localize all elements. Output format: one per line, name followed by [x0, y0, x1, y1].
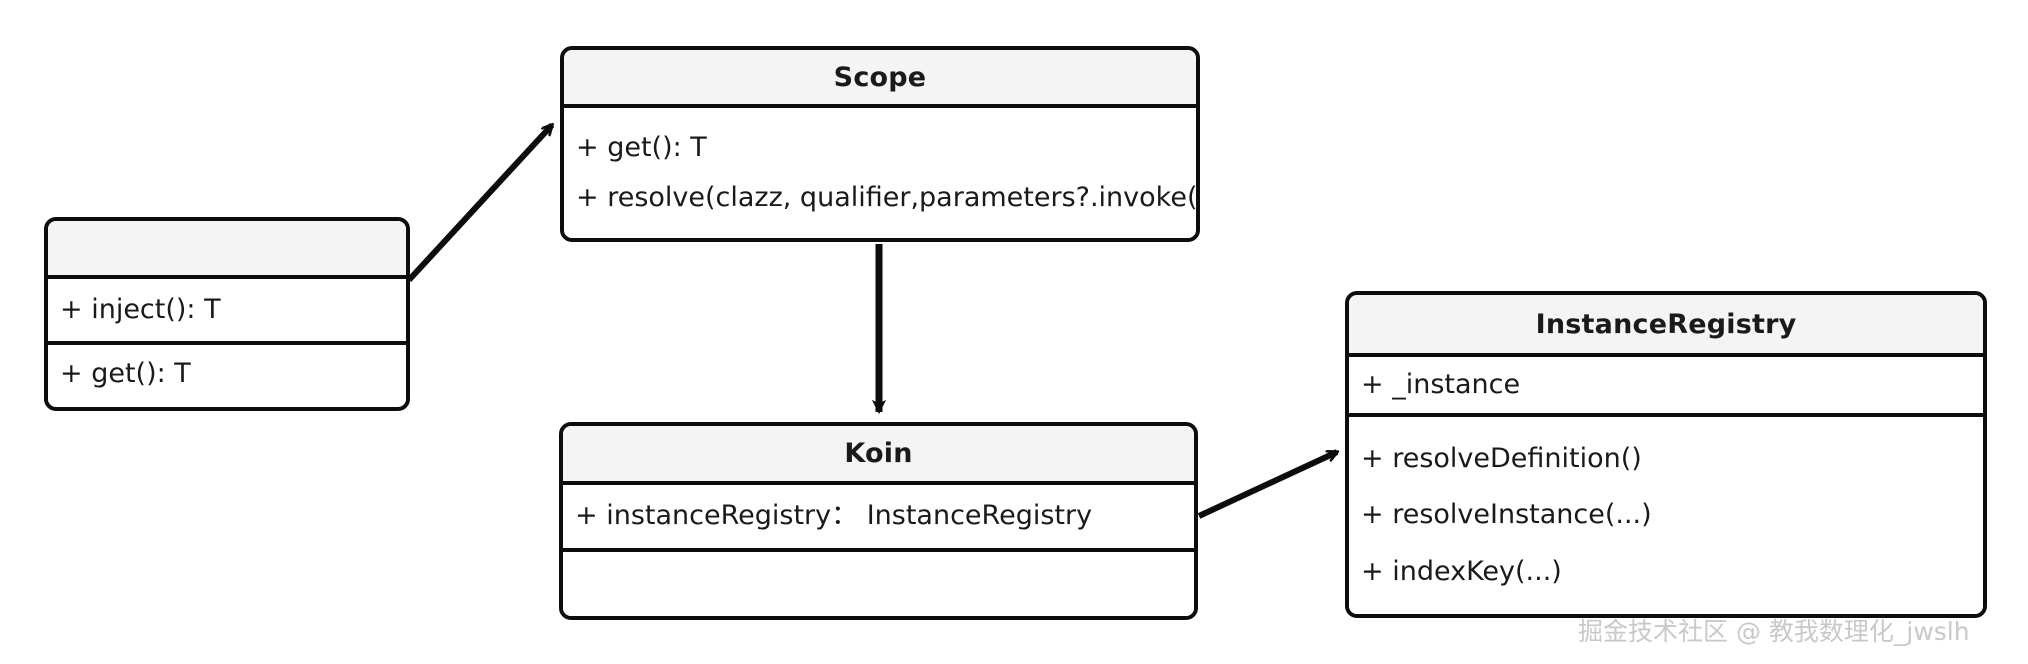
class-compartment-inject-operations-2: + get(): T — [48, 341, 406, 403]
class-compartment-inject-operations-1: + inject(): T — [48, 279, 406, 341]
class-box-inject[interactable]: + inject(): T + get(): T — [44, 217, 410, 411]
class-title-inject — [48, 221, 406, 279]
class-title-instance-registry: InstanceRegistry — [1349, 295, 1983, 357]
class-title-koin: Koin — [563, 426, 1194, 485]
class-member-row: + instanceRegistry： InstanceRegistry — [575, 500, 1093, 532]
class-compartment-koin-operations-empty — [563, 548, 1194, 616]
class-member-row: + resolveDefinition() — [1361, 442, 1642, 474]
class-box-instance-registry[interactable]: InstanceRegistry + _instance + resolveDe… — [1345, 291, 1987, 618]
class-compartment-registry-attributes: + _instance — [1349, 357, 1983, 413]
class-member-row: + resolve(clazz, qualifier,parameters?.i… — [576, 182, 1200, 213]
class-member-row: + _instance — [1361, 368, 1521, 400]
watermark-text: 掘金技术社区 @ 教我数理化_jwslh — [1578, 617, 1970, 646]
class-compartment-registry-operations: + resolveDefinition() + resolveInstance(… — [1349, 413, 1983, 614]
class-title-scope: Scope — [564, 50, 1196, 108]
connector-koin-to-registry — [1197, 449, 1337, 519]
class-member-row: + inject(): T — [60, 293, 221, 325]
class-compartment-scope-operations: + get(): T + resolve(clazz, qualifier,pa… — [564, 108, 1196, 238]
class-member-row: + resolveInstance(...) — [1361, 499, 1652, 531]
class-member-row: + indexKey(...) — [1361, 555, 1562, 587]
class-box-koin[interactable]: Koin + instanceRegistry： InstanceRegistr… — [559, 422, 1198, 620]
connector-inject-to-scope — [406, 125, 555, 283]
class-box-scope[interactable]: Scope + get(): T + resolve(clazz, qualif… — [560, 46, 1200, 242]
class-compartment-koin-attributes: + instanceRegistry： InstanceRegistry — [563, 485, 1194, 548]
class-member-row: + get(): T — [60, 357, 191, 389]
class-member-row: + get(): T — [576, 131, 707, 163]
